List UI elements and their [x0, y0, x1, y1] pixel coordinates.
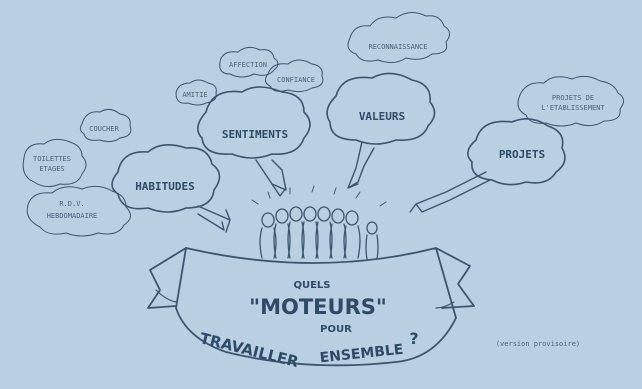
banner-ribbon	[147, 247, 475, 367]
bubble-habitudes: HABITUDES	[111, 144, 231, 233]
version-note: (version provisoire)	[496, 340, 580, 348]
coucher-label: COUCHER	[89, 125, 119, 133]
sentiments-label: SENTIMENTS	[222, 128, 288, 141]
affection-label: AFFECTION	[229, 61, 267, 69]
cloud-toilettes: TOILETTES ETAGES	[22, 138, 87, 188]
projets-detail-line1: PROJETS DE	[552, 94, 594, 102]
cloud-coucher: COUCHER	[79, 108, 132, 143]
bubble-sentiments: SENTIMENTS	[197, 86, 311, 197]
cloud-amitie: AMITIE	[175, 79, 217, 106]
cloud-reconnaissance: RECONNAISSANCE	[347, 12, 450, 64]
valeurs-label: VALEURS	[359, 110, 405, 123]
rdv-line1: R.D.V.	[59, 200, 84, 208]
cloud-affection: AFFECTION	[219, 46, 279, 78]
reconnaissance-label: RECONNAISSANCE	[368, 43, 427, 51]
cloud-confiance: CONFIANCE	[264, 59, 324, 93]
toilettes-line2: ETAGES	[39, 165, 64, 173]
banner-travailler: TRAVAILLER	[198, 329, 301, 371]
banner-line3: POUR	[320, 324, 352, 335]
group-of-people-icon	[251, 185, 387, 260]
cloud-projets-detail: PROJETS DE L'ETABLISSEMENT	[517, 75, 624, 127]
banner-question-mark: ?	[409, 329, 418, 348]
banner-motors: "MOTEURS"	[249, 295, 387, 319]
rdv-line2: HEBDOMADAIRE	[47, 212, 98, 220]
toilettes-line1: TOILETTES	[33, 155, 71, 163]
habitudes-label: HABITUDES	[135, 180, 195, 193]
projets-label: PROJETS	[499, 148, 545, 161]
bubble-valeurs: VALEURS	[326, 72, 436, 189]
confiance-label: CONFIANCE	[277, 76, 315, 84]
amitie-label: AMITIE	[182, 91, 207, 99]
bubble-projets: PROJETS	[409, 118, 566, 213]
cloud-rdv: R.D.V. HEBDOMADAIRE	[26, 185, 131, 237]
projets-detail-line2: L'ETABLISSEMENT	[541, 104, 605, 112]
banner-line1: QUELS	[293, 280, 330, 291]
